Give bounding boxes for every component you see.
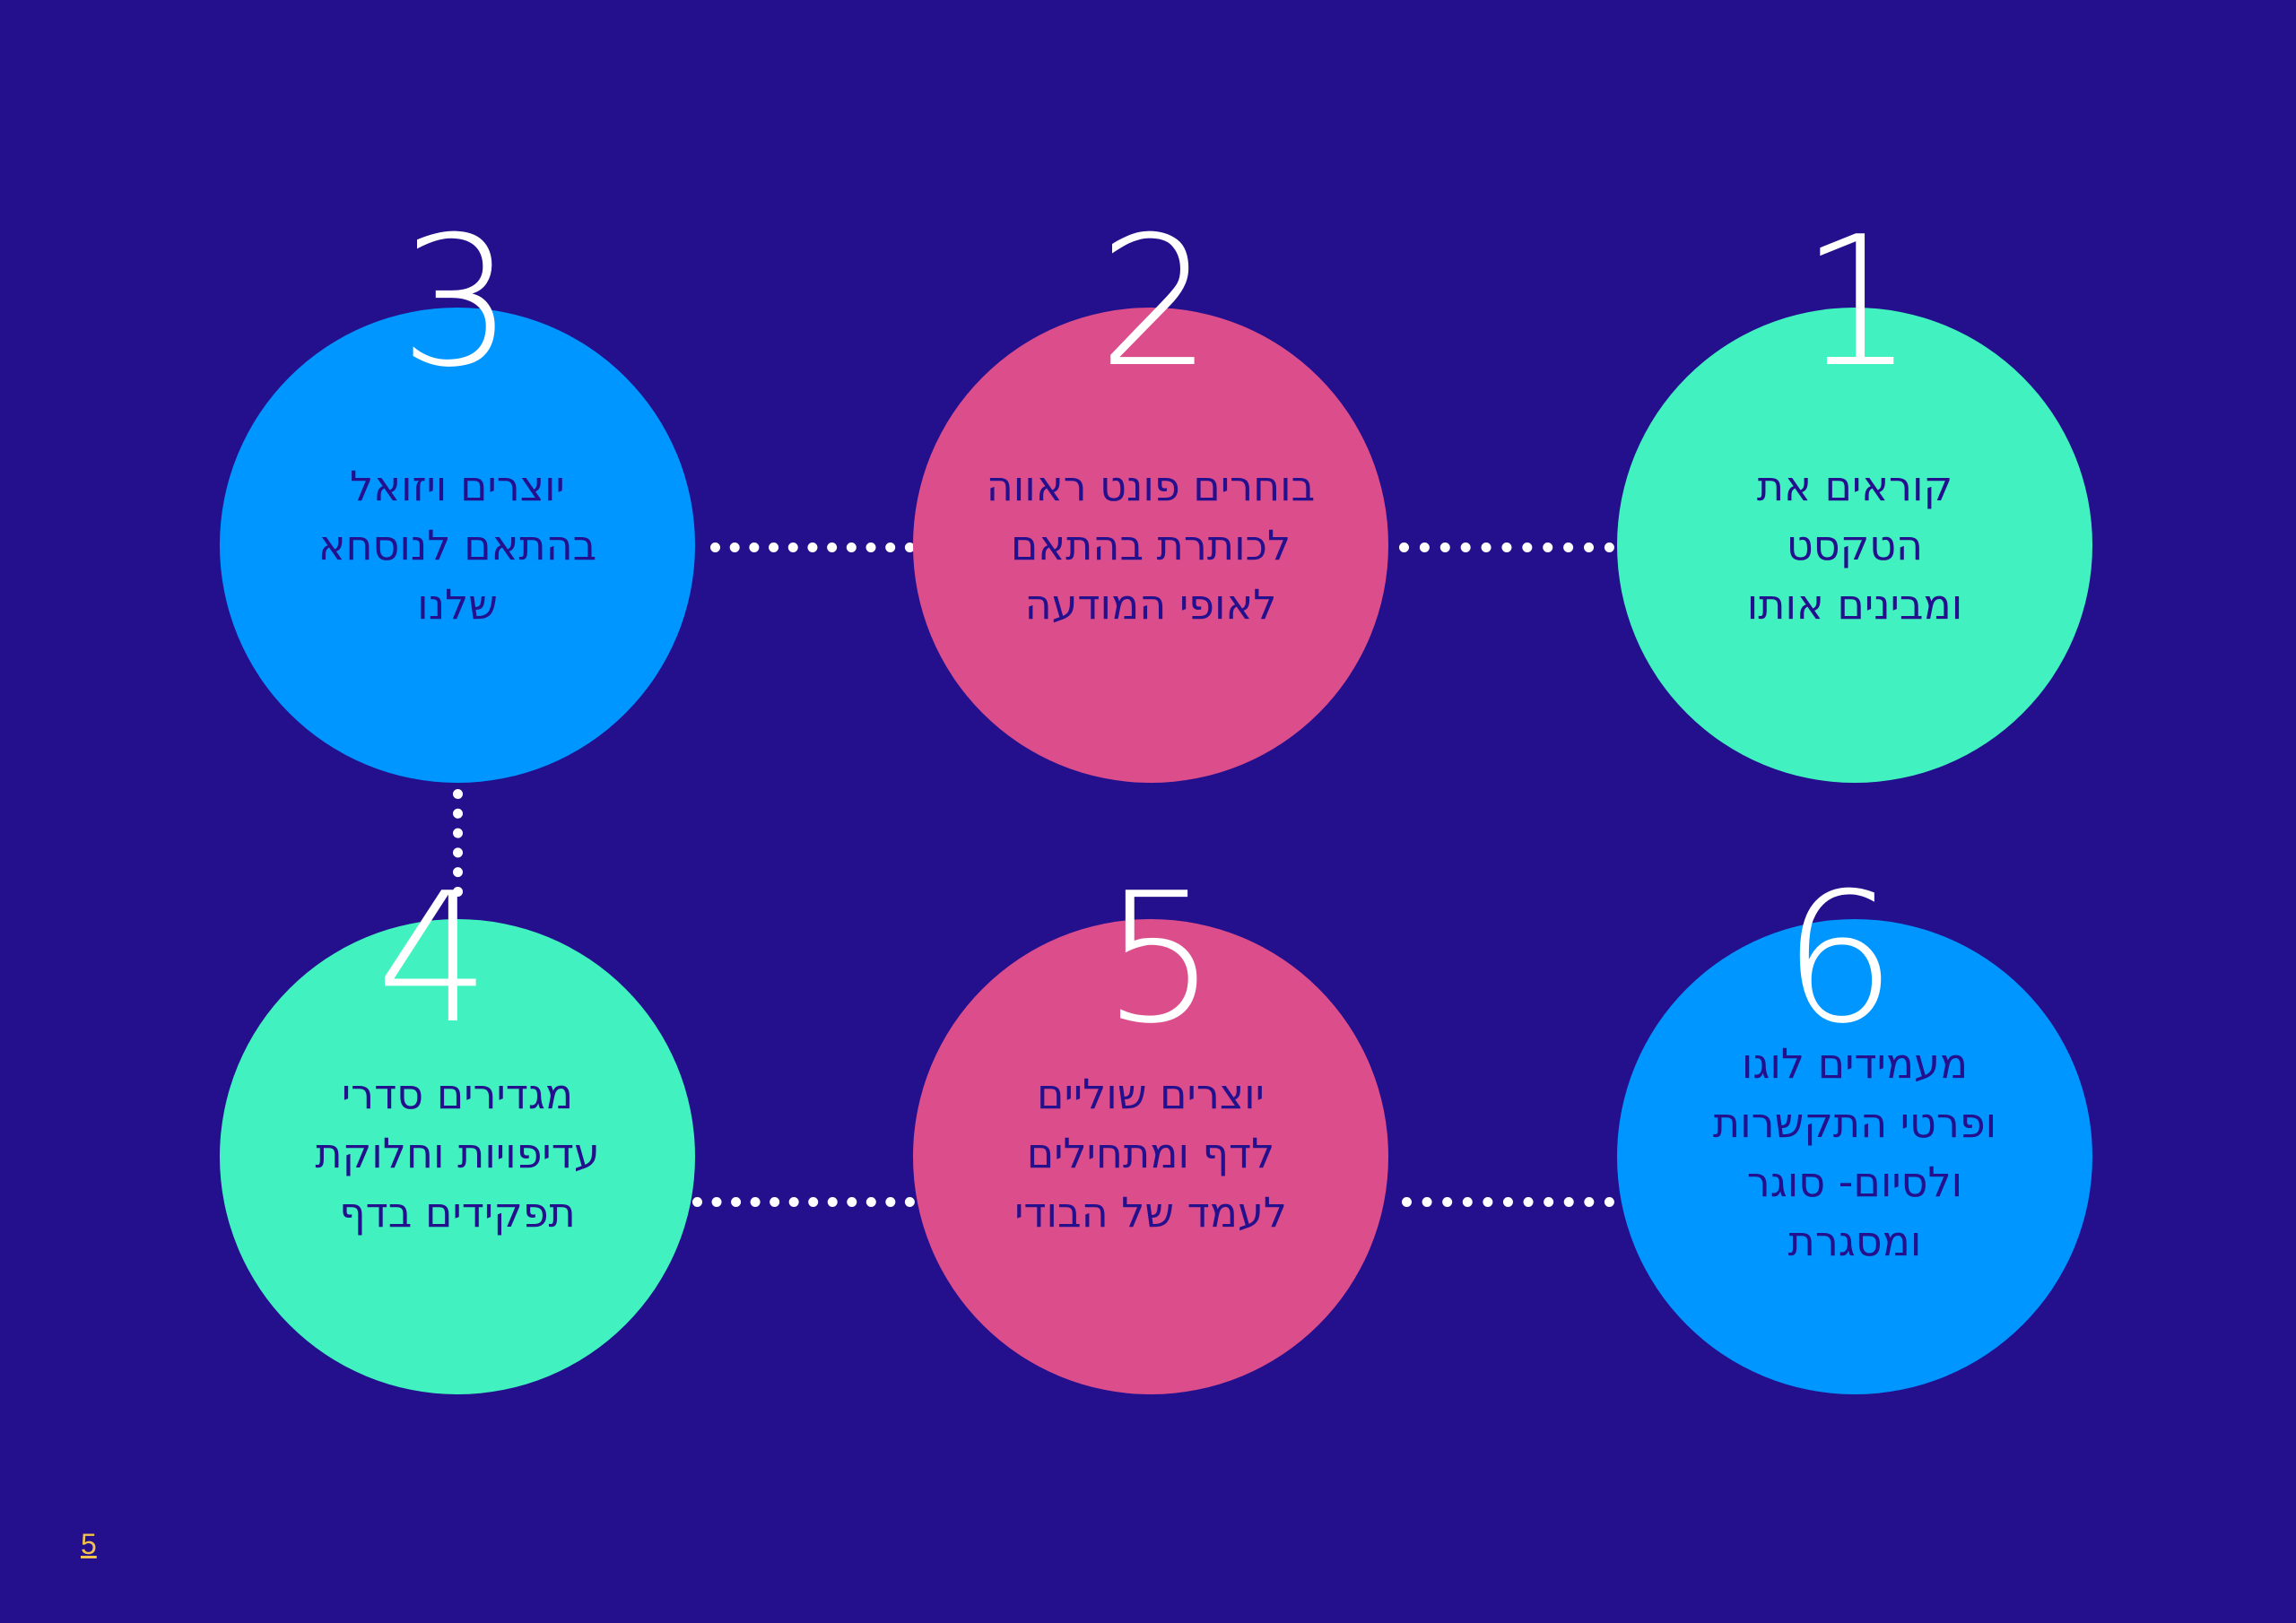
step-circle: מגדירים סדרי עדיפויות וחלוקת תפקידים בדף: [220, 919, 695, 1394]
step-circle: קוראים את הטקסט ומבינים אותו: [1617, 308, 2092, 783]
step-number: 5: [1102, 855, 1216, 1063]
step-1: קוראים את הטקסט ומבינים אותו 1: [1617, 213, 2092, 783]
step-6: מעמידים לוגו ופרטי התקשרות ולסיום- סוגר …: [1617, 870, 2092, 1394]
step-circle: מעמידים לוגו ופרטי התקשרות ולסיום- סוגר …: [1617, 919, 2092, 1394]
step-3: יוצרים ויזואל בהתאם לנוסחא שלנו 3: [220, 213, 695, 783]
step-description: יוצרים שוליים לדף ומתחילים לעמד של הבודי: [1014, 1070, 1287, 1237]
connector-5-6: [1402, 1197, 1614, 1207]
step-number: 3: [399, 198, 513, 407]
connector-3-4: [453, 789, 463, 897]
step-4: מגדירים סדרי עדיפויות וחלוקת תפקידים בדף…: [220, 870, 695, 1394]
step-number: 6: [1782, 855, 1896, 1063]
step-5: יוצרים שוליים לדף ומתחילים לעמד של הבודי…: [913, 870, 1388, 1394]
step-description: יוצרים ויזואל בהתאם לנוסחא שלנו: [317, 462, 597, 629]
connector-2-3: [710, 542, 915, 552]
step-number: 4: [376, 855, 490, 1063]
step-description: קוראים את הטקסט ומבינים אותו: [1746, 462, 1963, 629]
step-circle: בוחרים פונט ראווה לכותרת בהתאם לאופי המו…: [913, 308, 1388, 783]
step-description: מגדירים סדרי עדיפויות וחלוקת תפקידים בדף: [315, 1070, 600, 1237]
step-circle: יוצרים ויזואל בהתאם לנוסחא שלנו: [220, 308, 695, 783]
step-description: בוחרים פונט ראווה לכותרת בהתאם לאופי המו…: [986, 462, 1316, 629]
step-2: בוחרים פונט ראווה לכותרת בהתאם לאופי המו…: [913, 213, 1388, 783]
connector-1-2: [1399, 542, 1614, 552]
step-description: מעמידים לוגו ופרטי התקשרות ולסיום- סוגר …: [1712, 1039, 1997, 1265]
page-number: 5: [81, 1528, 97, 1560]
step-circle: יוצרים שוליים לדף ומתחילים לעמד של הבודי: [913, 919, 1388, 1394]
step-number: 1: [1800, 198, 1914, 407]
step-number: 2: [1098, 198, 1212, 407]
connector-4-5: [692, 1197, 915, 1207]
